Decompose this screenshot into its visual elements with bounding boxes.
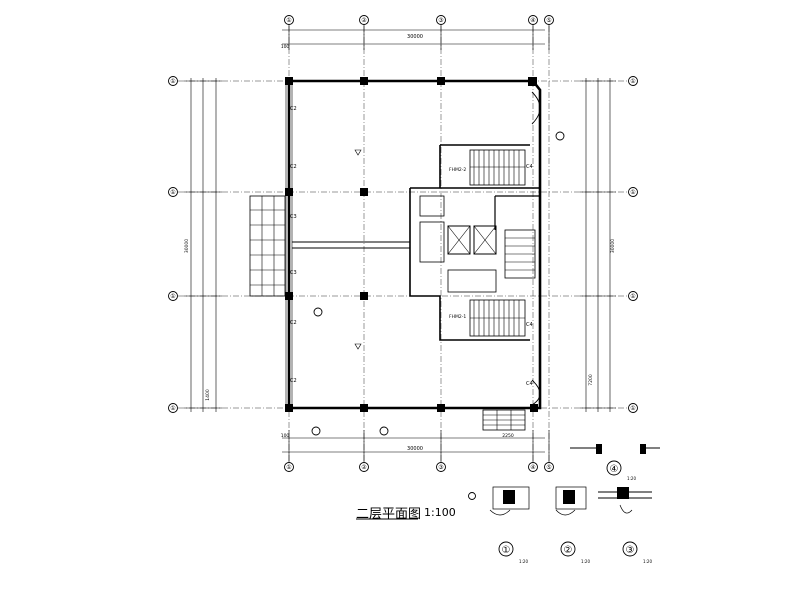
axis-grid (178, 26, 628, 462)
detail-number-3: ③ (626, 545, 635, 556)
bottom-2250-dimension: 2250 (502, 433, 514, 439)
detail-sketch-2 (555, 486, 587, 516)
stair-label-lower: FHM2-1 (449, 314, 466, 320)
right-curved-wall (531, 91, 541, 125)
window-label-c2d: C2 (290, 378, 297, 384)
detail-scale-3: 1:20 (643, 559, 652, 564)
right-total-dimension: 30000 (610, 239, 616, 253)
detail-callouts-plan (311, 131, 565, 436)
axis-right-3: ① (630, 293, 635, 300)
axis-bottom-4: ④ (530, 464, 535, 471)
window-label-c2b: C2 (290, 164, 297, 170)
detail-sketch-1 (468, 486, 530, 516)
window-label-c3b: C3 (290, 270, 297, 276)
side-dimension-lines (184, 78, 616, 412)
left-total-dimension: 30000 (184, 239, 190, 253)
detail-sketch-3 (598, 487, 652, 514)
detail-number-1: ① (502, 545, 511, 556)
detail-scale-2: 1:20 (581, 559, 590, 564)
detail-bubble-1 (498, 541, 514, 557)
stair-label-upper: FHM2-2 (449, 167, 466, 173)
bottom-entrance (482, 409, 526, 431)
top-edge-dimension: 100 (281, 44, 290, 50)
axis-bubbles-right (628, 76, 638, 413)
detail-sketch-4 (570, 444, 660, 454)
axis-top-1: ① (286, 17, 291, 24)
stair-lower (469, 299, 526, 337)
window-label-c4b: C4 (526, 322, 533, 328)
axis-left-4: ① (170, 405, 175, 412)
bottom-total-dimension: 30000 (407, 446, 423, 452)
axis-bottom-2: ② (361, 464, 367, 471)
axis-bubbles-bottom (284, 462, 554, 472)
window-label-c2a: C2 (290, 106, 297, 112)
bottom-edge-dimension: 100 (281, 433, 290, 439)
window-label-c3a: C3 (290, 214, 297, 220)
detail-bubble-3 (622, 541, 638, 557)
level-markers (354, 149, 362, 350)
elevator-core (419, 195, 536, 293)
axis-bubbles-top (284, 15, 554, 25)
drawing-scale: 1:100 (424, 506, 456, 519)
interior-partitions (292, 144, 540, 341)
window-label-c4a: C4 (526, 164, 533, 170)
left-canopy-grid (249, 195, 286, 297)
exterior-walls (285, 79, 542, 410)
axis-left-2: ① (170, 189, 175, 196)
left-1400-dimension: 1400 (205, 389, 211, 401)
detail-bubble-4 (606, 460, 622, 476)
axis-bottom-1: ① (286, 464, 291, 471)
axis-top-4: ④ (530, 17, 535, 24)
structural-columns (285, 77, 538, 412)
axis-right-1: ① (630, 78, 635, 85)
top-total-dimension: 30000 (407, 34, 423, 40)
axis-bottom-3: ③ (438, 464, 443, 471)
detail-number-4: ④ (610, 464, 619, 475)
window-label-c4c: C4 (526, 381, 533, 387)
window-label-c2c: C2 (290, 320, 297, 326)
axis-top-5: ⑤ (546, 17, 551, 24)
detail-bubble-2 (560, 541, 576, 557)
axis-right-4: ① (630, 405, 635, 412)
detail-scale-4: 1:20 (627, 476, 636, 481)
axis-right-2: ① (630, 189, 635, 196)
drawing-title: 二层平面图 (356, 507, 422, 522)
right-curved-wall-lower (531, 379, 541, 406)
axis-bubbles-left (168, 76, 178, 413)
detail-number-2: ② (564, 545, 573, 556)
axis-left-3: ① (170, 293, 175, 300)
axis-top-2: ② (361, 17, 367, 24)
axis-bottom-5: ⑤ (546, 464, 551, 471)
axis-top-3: ③ (438, 17, 443, 24)
right-7200-dimension: 7200 (588, 374, 594, 386)
stair-upper (469, 149, 526, 186)
detail-scale-1: 1:20 (519, 559, 528, 564)
axis-left-1: ① (170, 78, 175, 85)
